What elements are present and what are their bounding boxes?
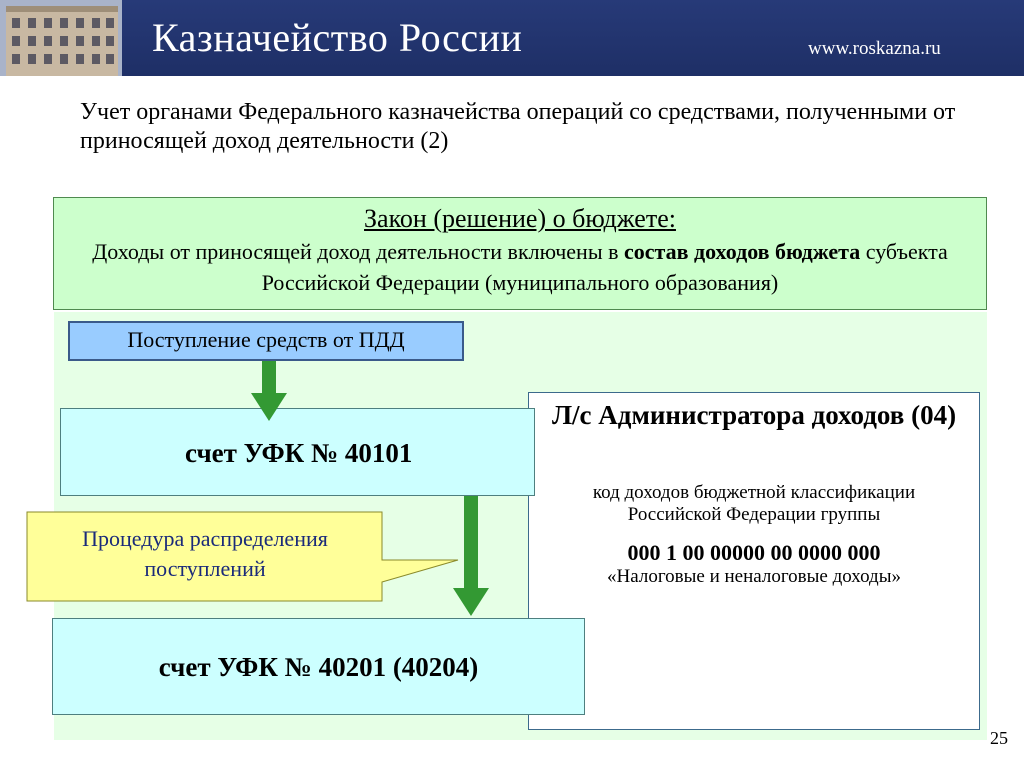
building-photo (0, 0, 122, 76)
admin-account-box: Л/с Администратора доходов (04) код дохо… (528, 392, 980, 730)
law-text-part1: Доходы от приносящей доход деятельности … (92, 239, 624, 264)
page-number: 25 (990, 728, 1008, 748)
account-40101-box: счет УФК № 40101 (60, 408, 535, 496)
law-text-part2: субъекта Российской Федерации (муниципал… (261, 239, 948, 295)
slide-title: Учет органами Федерального казначейства … (80, 99, 956, 154)
admin-code-label: «Налоговые и неналоговые доходы» (607, 566, 901, 587)
building-image (0, 0, 122, 76)
callout-text: Процедура распределения поступлений (82, 526, 328, 581)
law-heading: Закон (решение) о бюджете: (364, 204, 676, 233)
admin-title: Л/с Администратора доходов (04) (551, 400, 957, 430)
header-url[interactable]: www.roskazna.ru (808, 38, 941, 59)
law-text-bold: состав доходов бюджета (623, 239, 861, 264)
admin-code: 000 1 00 00000 00 0000 000 (627, 540, 881, 565)
header-banner: Казначейство России www.roskazna.ru (0, 0, 1024, 76)
law-box: Закон (решение) о бюджете: Доходы от при… (53, 197, 987, 310)
law-text: Доходы от приносящей доход деятельности … (54, 236, 986, 298)
account-40201-box: счет УФК № 40201 (40204) (52, 618, 585, 715)
header-title: Казначейство России (152, 15, 523, 60)
admin-description: код доходов бюджетной классификации Росс… (592, 482, 916, 525)
pdd-receipt-box: Поступление средств от ПДД (68, 321, 464, 361)
